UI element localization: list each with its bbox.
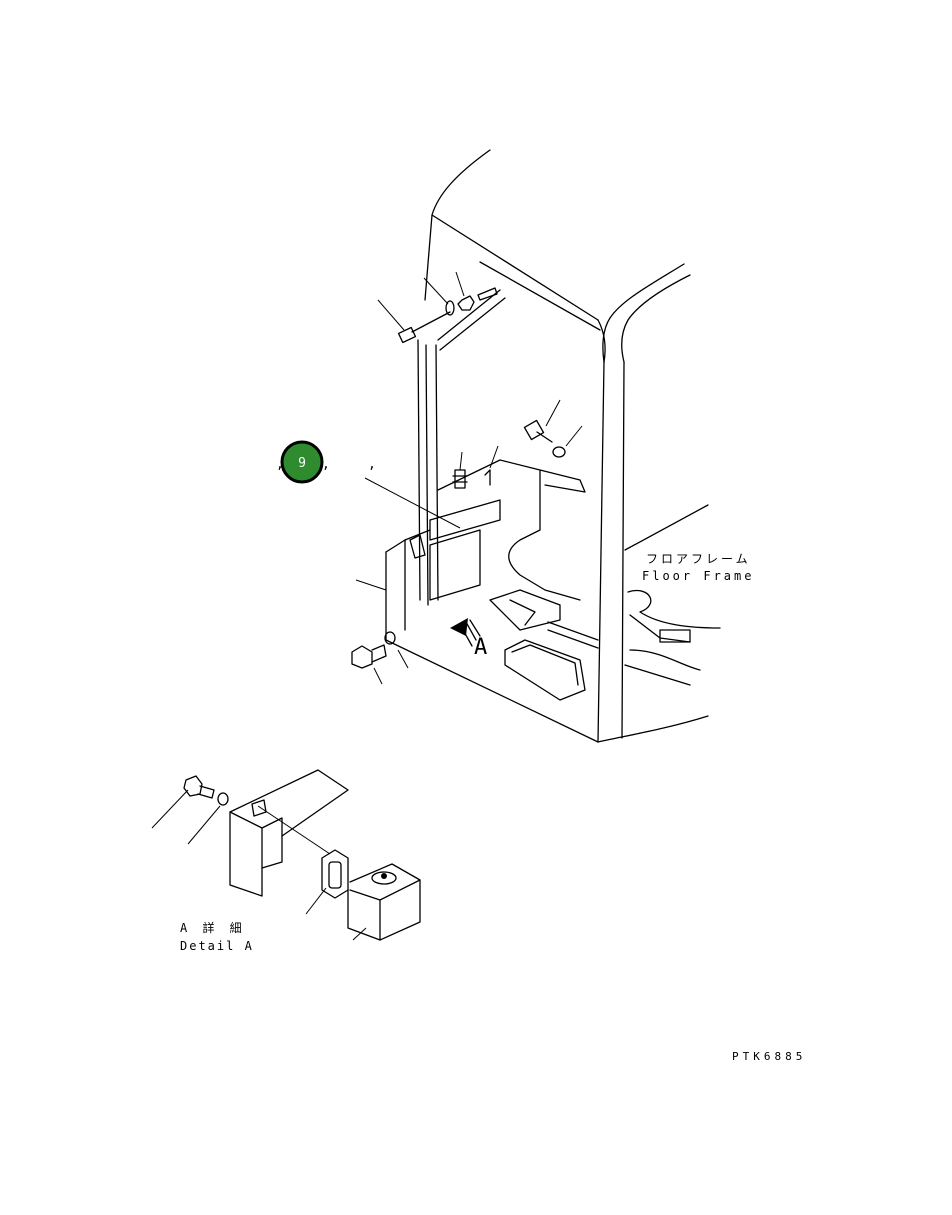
fasteners-lower: [351, 579, 409, 685]
drawing-code: PTK6885: [732, 1050, 806, 1063]
support-bracket: [409, 289, 586, 601]
cab-outline: [385, 149, 709, 743]
comma-3: ,: [368, 457, 376, 472]
view-arrow-a: [450, 618, 481, 647]
comma-2: ,: [322, 457, 330, 472]
floor-frame-jp-label: フロアフレーム: [646, 552, 751, 566]
comma-1: ,: [276, 457, 284, 472]
floor-frame: [489, 504, 721, 701]
callout-9[interactable]: 9: [280, 440, 324, 484]
detail-a-drawing: [151, 769, 421, 941]
fasteners-top: [377, 271, 498, 344]
detail-a-jp-label: A 詳 細: [180, 920, 246, 935]
detail-a-en-label: Detail A: [180, 939, 254, 953]
callout-9-number[interactable]: 9: [298, 456, 306, 471]
fasteners-middle: [364, 399, 583, 529]
callout-9-ring[interactable]: [280, 440, 324, 484]
view-a-label: A: [474, 635, 487, 660]
floor-frame-en-label: Floor Frame: [642, 569, 754, 583]
